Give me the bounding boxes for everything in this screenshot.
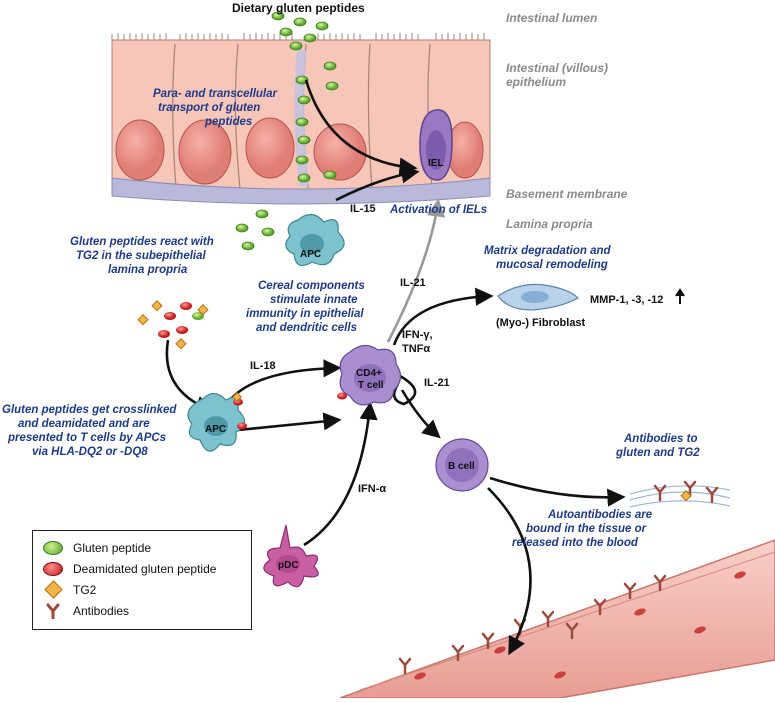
apc-top-label: APC — [300, 249, 321, 260]
b-cell-label: B cell — [448, 461, 475, 472]
il21-gray-arrow — [386, 198, 446, 343]
epithelial-nucleus — [178, 119, 232, 185]
legend-row-tg2: TG2 — [41, 579, 243, 600]
crosslink-line1: Gluten peptides get crosslinked — [2, 404, 177, 416]
epithelial-nucleus — [313, 123, 367, 181]
lamina-propria-label: Lamina propria — [506, 217, 593, 231]
ifn-gamma-label: IFN-γ, — [402, 329, 433, 341]
blood-vessel — [339, 539, 775, 699]
crosslink-line3: presented to T cells by APCs — [7, 432, 166, 444]
cereal-line2: stimulate innate — [270, 294, 358, 306]
legend-label: Antibodies — [73, 603, 130, 618]
legend-label: TG2 — [73, 582, 97, 597]
b-cell — [435, 438, 489, 492]
crosslink-line4: via HLA-DQ2 or -DQ8 — [32, 446, 148, 458]
legend: Gluten peptide Deamidated gluten peptide… — [32, 530, 252, 630]
fibroblast-label: (Myo-) Fibroblast — [496, 317, 586, 329]
legend-row-antibodies: Antibodies — [41, 600, 243, 621]
epithelial-nucleus — [245, 117, 295, 179]
cereal-line4: and dendritic cells — [256, 322, 357, 334]
il21-upper-label: IL-21 — [400, 277, 426, 289]
mmp-label: MMP-1, -3, -12 — [590, 294, 663, 306]
auto-line3: released into the blood — [512, 537, 639, 549]
matrix-line2: mucosal remodeling — [496, 259, 608, 271]
gluten-peptide-icon — [43, 540, 63, 555]
epithelial-nucleus — [115, 119, 165, 181]
intestinal-epithelium — [111, 33, 491, 205]
tg2-react-line3: lamina propria — [108, 264, 188, 276]
il18-label: IL-18 — [250, 360, 276, 372]
transport-note-line3: peptides — [204, 116, 252, 128]
cereal-line3: immunity in epithelial — [246, 308, 364, 320]
epithelium-label-line2: epithelium — [506, 75, 566, 89]
antibodies-to-line2: gluten and TG2 — [615, 447, 700, 459]
tissue-antibodies — [629, 480, 731, 508]
legend-row-gluten: Gluten peptide — [41, 537, 243, 558]
pdc-cell — [263, 524, 319, 588]
iel-cell — [419, 109, 453, 181]
il15-label: IL-15 — [350, 203, 376, 215]
auto-line1: Autoantibodies are — [547, 509, 653, 521]
auto-line2: bound in the tissue or — [526, 523, 647, 535]
transport-note-line1: Para- and transcellular — [153, 88, 278, 100]
intestinal-lumen-label: Intestinal lumen — [506, 11, 597, 25]
cd4-label-line2: T cell — [358, 380, 384, 391]
basement-membrane-label: Basement membrane — [506, 187, 628, 201]
antibodies-to-line1: Antibodies to — [623, 433, 697, 445]
matrix-line1: Matrix degradation and — [484, 245, 611, 257]
crosslink-line2: and deamidated and are — [18, 418, 150, 430]
tnf-alpha-label: TNFα — [402, 343, 430, 355]
legend-label: Gluten peptide — [73, 540, 152, 555]
legend-row-deamidated: Deamidated gluten peptide — [41, 558, 243, 579]
il21-loop-label: IL-21 — [424, 377, 450, 389]
gluten-peptides-lumen — [235, 11, 339, 251]
fibroblast-cell — [497, 283, 579, 311]
epithelium-label-line1: Intestinal (villous) — [506, 61, 608, 75]
up-arrow-icon — [675, 288, 685, 304]
iel-label: IEL — [428, 158, 444, 169]
cereal-line1: Cereal components — [258, 280, 365, 292]
antibody-icon — [46, 603, 60, 619]
cd4-t-cell — [337, 344, 402, 406]
deamidated-peptide-icon — [43, 561, 63, 576]
pdc-label: pDC — [278, 560, 299, 571]
ifn-alpha-label: IFN-α — [358, 483, 386, 495]
apc-top-cell — [285, 213, 345, 267]
activation-iels-label: Activation of IELs — [389, 204, 487, 216]
tg2-peptide-cluster — [137, 300, 209, 350]
tg2-icon — [43, 580, 63, 599]
apc-bottom-cell — [187, 392, 247, 452]
apc-bottom-label: APC — [205, 424, 226, 435]
transport-note-line2: transport of gluten — [158, 102, 260, 114]
legend-label: Deamidated gluten peptide — [73, 561, 217, 576]
dietary-gluten-label: Dietary gluten peptides — [232, 1, 365, 15]
cd4-label-line1: CD4+ — [356, 368, 382, 379]
tg2-react-line1: Gluten peptides react with — [70, 236, 214, 248]
tg2-react-line2: TG2 in the subepithelial — [76, 250, 207, 262]
